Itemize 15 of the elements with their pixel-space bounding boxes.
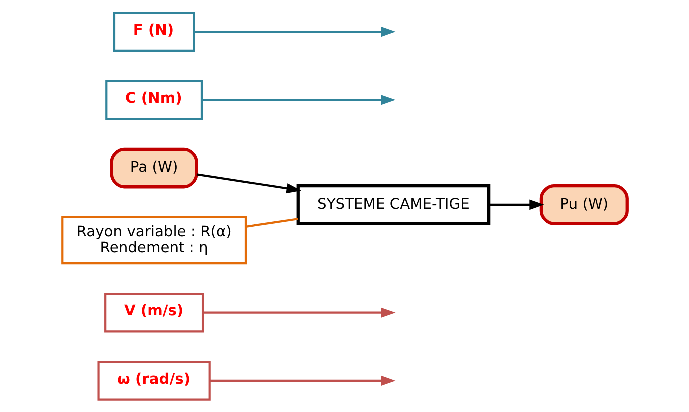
- node-box: V (m/s): [104, 292, 204, 332]
- node-box: Rayon variable : R(α) Rendement : η: [61, 216, 247, 264]
- arrow: [196, 173, 301, 194]
- node-box: SYSTEME CAME-TIGE: [296, 184, 490, 225]
- arrow: [202, 94, 396, 105]
- arrow: [194, 26, 396, 37]
- arrow: [210, 375, 396, 386]
- arrow: [488, 199, 544, 210]
- arrow: [202, 307, 396, 318]
- connector: [245, 218, 298, 228]
- node-box: F (N): [112, 12, 195, 52]
- node-box: Pa (W): [110, 147, 198, 188]
- node-box: ω (rad/s): [97, 360, 210, 400]
- node-box: Pu (W): [539, 184, 628, 225]
- node-box: C (Nm): [105, 80, 203, 120]
